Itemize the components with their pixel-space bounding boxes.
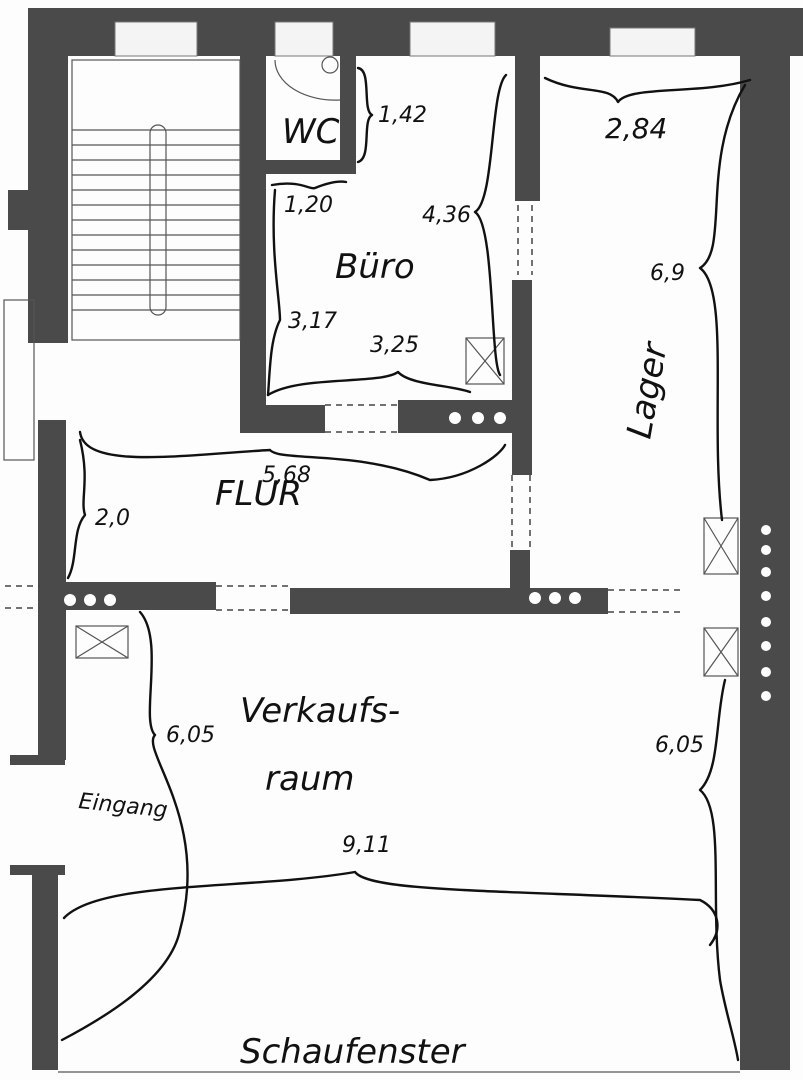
- dim-flur-width: 5,68: [262, 463, 311, 488]
- room-label-wc: WC: [282, 112, 340, 152]
- label-eingang: Eingang: [77, 789, 168, 823]
- label-schaufenster: Schaufenster: [240, 1032, 467, 1072]
- room-label-flur: FLUR: [215, 474, 302, 514]
- room-labels: WC Büro Lager FLUR Verkaufs- raum Eingan…: [77, 112, 676, 1072]
- dimension-labels: 1,42 1,20 4,36 3,17 3,25 2,84 6,9 5,68 2…: [95, 103, 704, 858]
- room-label-buero: Büro: [335, 247, 415, 287]
- wc-fixture: [274, 56, 341, 101]
- shafts: [75, 337, 739, 677]
- dim-verkauf-left: 6,05: [166, 723, 215, 748]
- room-label-verkaufsraum-2: raum: [265, 759, 354, 799]
- dim-wc-height: 1,42: [378, 103, 427, 128]
- door-openings: [5, 205, 740, 1073]
- dim-flur-depth: 2,0: [95, 506, 130, 531]
- dim-buero-left: 3,17: [288, 309, 337, 334]
- room-label-verkaufsraum-1: Verkaufs-: [240, 691, 400, 731]
- dim-verkauf-right: 6,05: [655, 733, 704, 758]
- room-label-lager: Lager: [619, 338, 675, 442]
- dim-buero-height: 4,36: [422, 203, 471, 228]
- dim-verkauf-width: 9,11: [342, 833, 391, 858]
- walls: [8, 8, 803, 1070]
- dimension-braces: [60, 66, 752, 1062]
- vent-holes: [64, 412, 771, 701]
- stairs: [3, 59, 241, 461]
- dim-lager-length: 6,9: [650, 261, 685, 286]
- dim-buero-top: 1,20: [284, 193, 333, 218]
- dim-lager-width: 2,84: [605, 112, 667, 145]
- dim-buero-width: 3,25: [370, 333, 419, 358]
